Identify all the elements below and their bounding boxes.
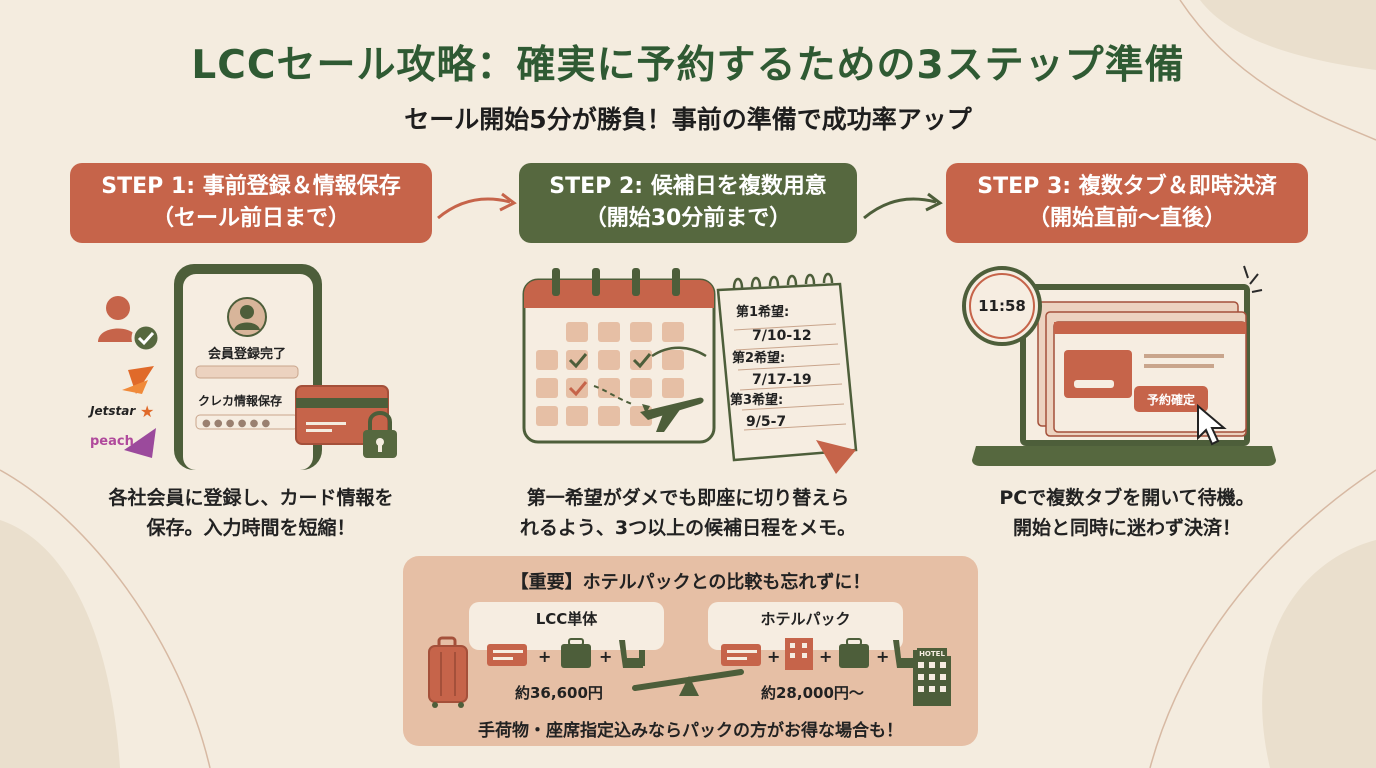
memo-dates-2: 7/17-19 [752,372,812,388]
lock-icon [363,411,397,458]
arrow-step2-to-step3 [863,192,943,220]
step-1-title: STEP 1: 事前登録＆情報保存 [101,174,401,200]
svg-text:● ● ● ● ● ●: ● ● ● ● ● ● [202,418,271,429]
peach-text: peach [90,434,134,449]
svg-text:+: + [819,647,832,666]
clock-time: 11:58 [978,297,1026,315]
step-3-desc-line2: 開始と同時に迷わず決済！ [1012,517,1241,540]
smartphone-icon: 会員登録完了 クレカ情報保存 ● ● ● ● ● ● [174,264,322,470]
memo-label-3: 第3希望: [730,392,783,408]
comparison-note: 手荷物・座席指定込みならパックの方がお得な場合も！ [478,721,903,741]
step-1-desc-line1: 各社会員に登録し、カード情報を [108,487,394,509]
card-saved-text: クレカ情報保存 [198,393,282,408]
reserve-confirm-label: 予約確定 [1147,392,1195,407]
step-2-description: 第一希望がダメでも即座に切り替えら れるよう、3つ以上の候補日程をメモ。 [490,483,886,544]
step-3-description: PCで複数タブを開いて待機。 開始と同時に迷わず決済！ [936,483,1318,544]
svg-text:+: + [538,647,551,666]
baggage-icon [839,638,869,668]
peach-logo: peach [90,428,156,458]
building-icon [785,638,813,670]
step-1-desc-line2: 保存。入力時間を短縮！ [146,517,356,540]
jetstar-text: Jetstar [88,404,136,418]
user-check-icon [98,296,161,353]
svg-text:+: + [599,647,612,666]
step-2-header: STEP 2: 候補日を複数用意 （開始30分前まで） [519,163,857,243]
step-3-illustration: 予約確定 11:58 [962,265,1276,466]
lcc-only-label: LCC単体 [535,610,598,628]
hotel-pack-card: ホテルパック [708,602,903,650]
seesaw-balance-icon [632,669,744,696]
step-1-header: STEP 1: 事前登録＆情報保存 （セール前日まで） [70,163,432,243]
arrow-step1-to-step2 [437,192,517,220]
cursor-icon [1197,403,1227,446]
svg-text:★: ★ [140,402,154,421]
step-3-deadline: （開始直前〜直後） [1027,206,1226,231]
step-2-deadline: （開始30分前まで） [584,206,792,231]
memo-pad-icon: 第1希望: 7/10-12 第2希望: 7/17-19 第3希望: 9/5-7 [716,272,858,474]
hotel-icon: HOTEL [913,648,951,706]
step-1-description: 各社会員に登録し、カード情報を 保存。入力時間を短縮！ [60,483,442,544]
step-2-illustration: 第1希望: 7/10-12 第2希望: 7/17-19 第3希望: 9/5-7 [522,268,858,474]
memo-label-2: 第2希望: [732,350,785,366]
step-1-deadline: （セール前日まで） [151,206,350,231]
page-subtitle: セール開始5分が勝負！事前の準備で成功率アップ [404,105,972,134]
suitcase-icon [428,636,468,708]
lcc-only-price: 約36,600円 [515,684,603,702]
calendar-icon [522,268,716,444]
airplane-icon [640,397,704,432]
browser-tabs [1037,301,1247,437]
alert-lines-icon [1243,265,1263,293]
jetstar-logo: Jetstar ★ [88,366,154,421]
step-3-header: STEP 3: 複数タブ＆即時決済 （開始直前〜直後） [946,163,1308,243]
clock-icon: 11:58 [962,266,1042,346]
comparison-title: 【重要】ホテルパックとの比較も忘れずに！ [510,572,871,593]
step-1-illustration: Jetstar ★ peach 会員登録完了 クレカ情報保存 ● ● ● ● ●… [88,264,397,470]
step-2-desc-line2: れるよう、3つ以上の候補日程をメモ。 [519,517,857,540]
step-2-desc-line1: 第一希望がダメでも即座に切り替えら [526,487,850,509]
ticket-icon [721,644,761,666]
ticket-icon [487,644,527,666]
step-2-title: STEP 2: 候補日を複数用意 [549,174,827,200]
memo-dates-3: 9/5-7 [746,414,786,430]
comparison-panel: 【重要】ホテルパックとの比較も忘れずに！ LCC単体 ホテルパック + + [403,556,978,746]
svg-text:+: + [876,647,889,666]
hotel-pack-price: 約28,000円〜 [761,684,864,702]
svg-text:+: + [767,647,780,666]
comparison-icons: + + + + + [428,636,951,708]
step-3-title: STEP 3: 複数タブ＆即時決済 [977,174,1277,200]
memo-dates-1: 7/10-12 [752,328,812,344]
seat-icon [619,640,645,668]
hotel-pack-label: ホテルパック [760,610,851,628]
hotel-sign-text: HOTEL [919,650,945,658]
reserve-confirm-button: 予約確定 [1134,386,1208,412]
baggage-icon [561,638,591,668]
lcc-only-card: LCC単体 [469,602,664,650]
page-title: LCCセール攻略：確実に予約するための3ステップ準備 [191,43,1185,88]
step-3-desc-line1: PCで複数タブを開いて待機。 [999,487,1255,509]
member-done-text: 会員登録完了 [208,346,286,362]
memo-label-1: 第1希望: [736,304,789,320]
